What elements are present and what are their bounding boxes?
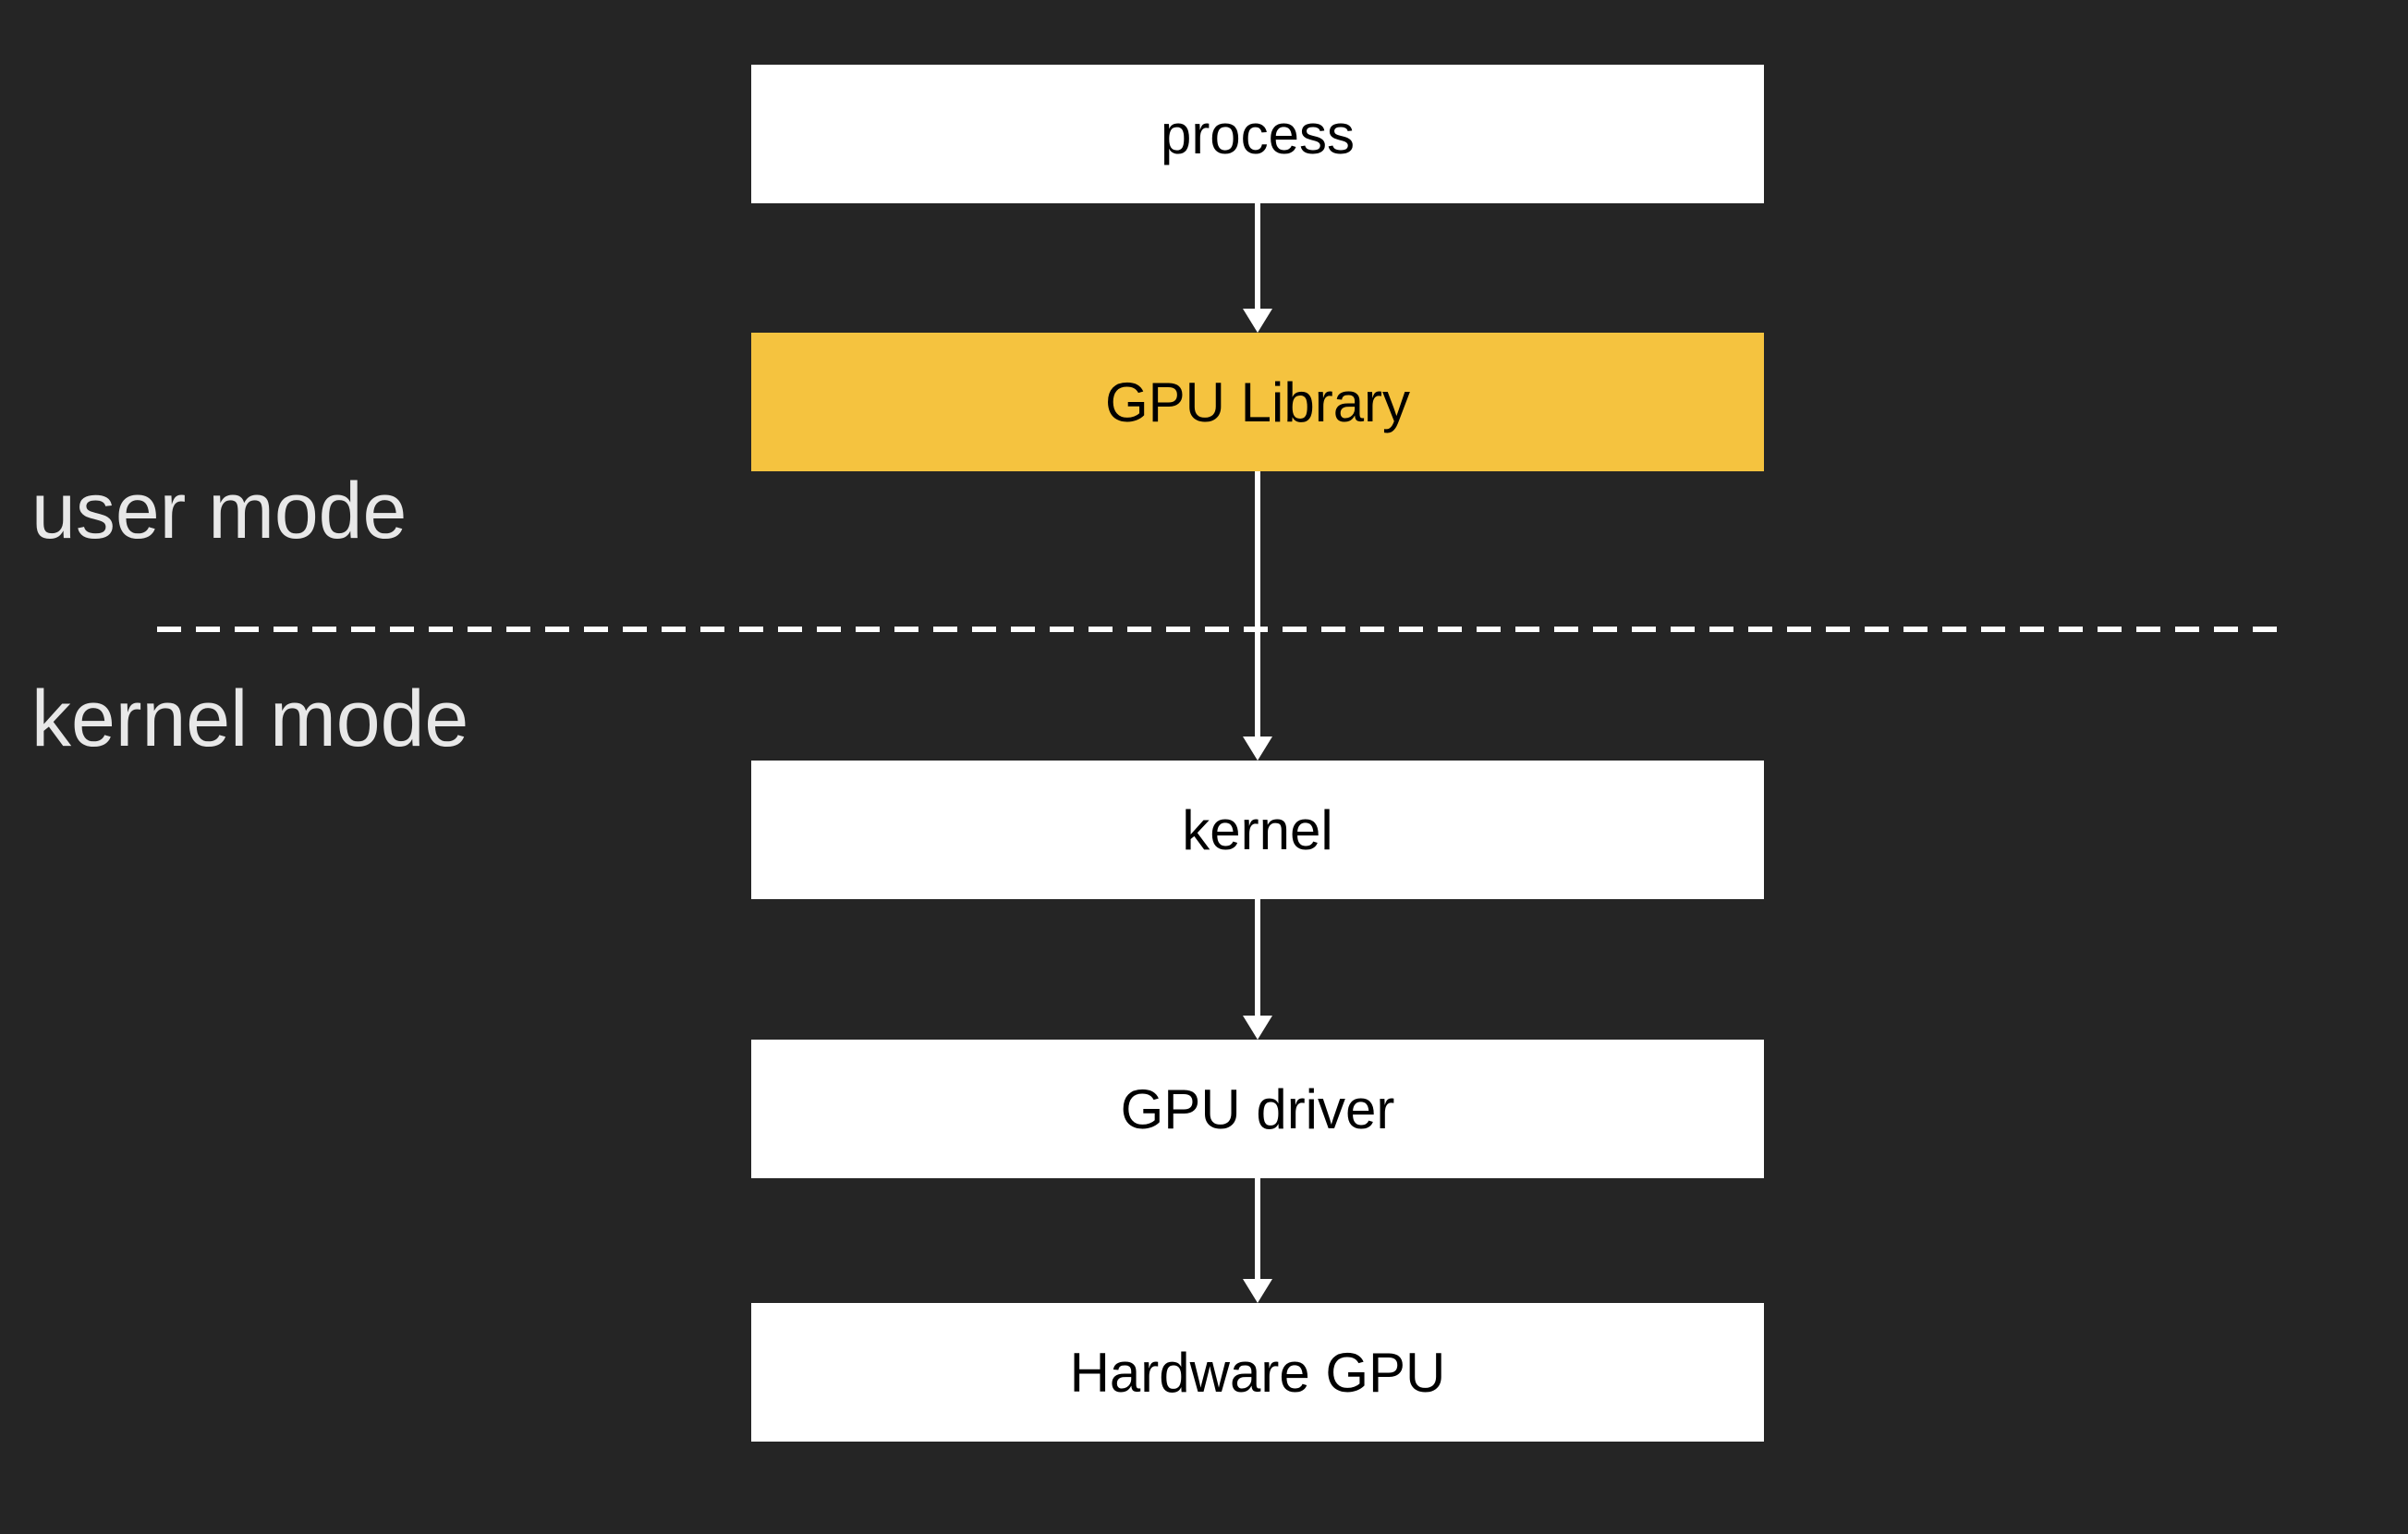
user-mode-label: user mode <box>31 467 407 555</box>
arrow-gpu-driver-to-hardware-gpu <box>1243 1178 1272 1303</box>
kernel-mode-label: kernel mode <box>31 675 469 763</box>
arrow-kernel-to-gpu-driver <box>1243 899 1272 1040</box>
process-box: process <box>751 65 1764 203</box>
arrow-gpu-library-to-kernel <box>1243 471 1272 761</box>
kernel-box: kernel <box>751 761 1764 899</box>
gpu-driver-box: GPU driver <box>751 1040 1764 1178</box>
hardware-gpu-box: Hardware GPU <box>751 1303 1764 1442</box>
gpu-library-box: GPU Library <box>751 333 1764 471</box>
arrow-process-to-gpu-library <box>1243 203 1272 333</box>
